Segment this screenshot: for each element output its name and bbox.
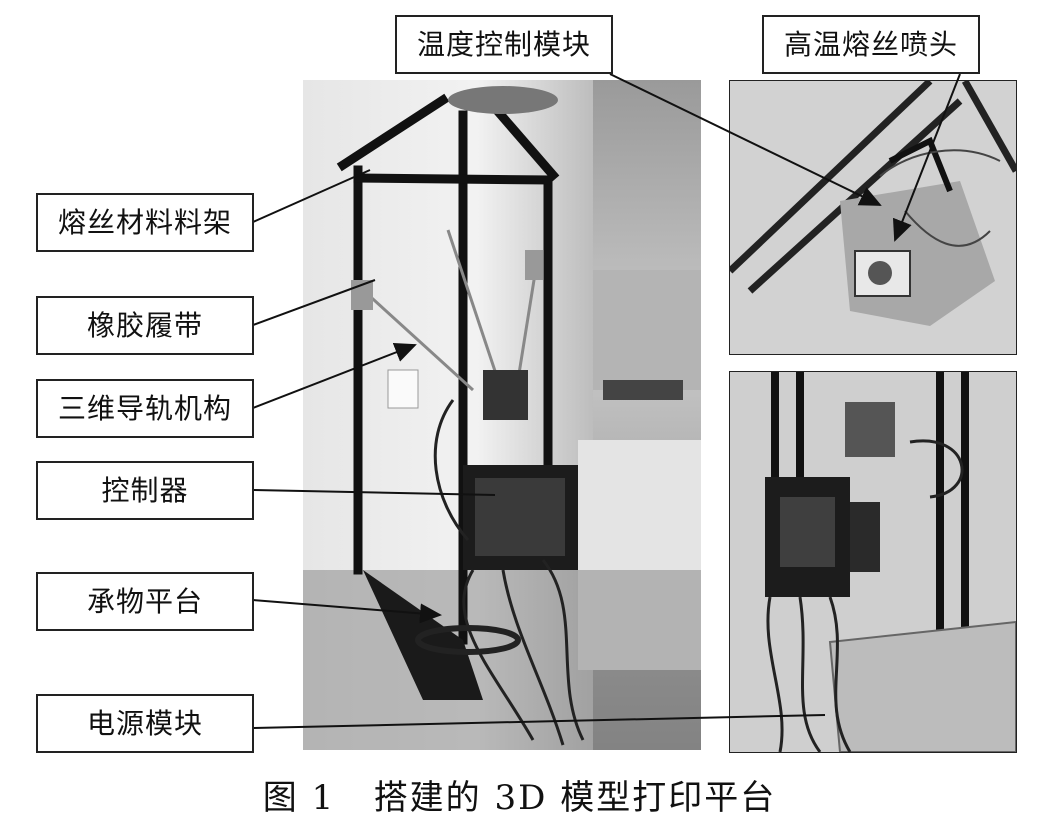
- figure-caption: 图 1 搭建的 3D 模型打印平台: [0, 770, 1039, 819]
- label-filament-rack: 熔丝材料料架: [36, 193, 254, 252]
- label-platform: 承物平台: [36, 572, 254, 631]
- controller-closeup-photo: [729, 371, 1017, 753]
- main-printer-photo: [303, 80, 701, 750]
- nozzle-closeup-photo: [729, 80, 1017, 355]
- label-rubber-belt: 橡胶履带: [36, 296, 254, 355]
- figure-number: 图 1: [262, 778, 336, 818]
- figure-title: 搭建的 3D 模型打印平台: [373, 778, 777, 818]
- label-controller: 控制器: [36, 461, 254, 520]
- label-hot-nozzle: 高温熔丝喷头: [762, 15, 980, 74]
- printer-illustration: [303, 80, 701, 750]
- label-temperature-module: 温度控制模块: [395, 15, 613, 74]
- label-power-module: 电源模块: [36, 694, 254, 753]
- board-illustration: [730, 372, 1016, 752]
- label-linear-rail: 三维导轨机构: [36, 379, 254, 438]
- nozzle-illustration: [730, 81, 1016, 354]
